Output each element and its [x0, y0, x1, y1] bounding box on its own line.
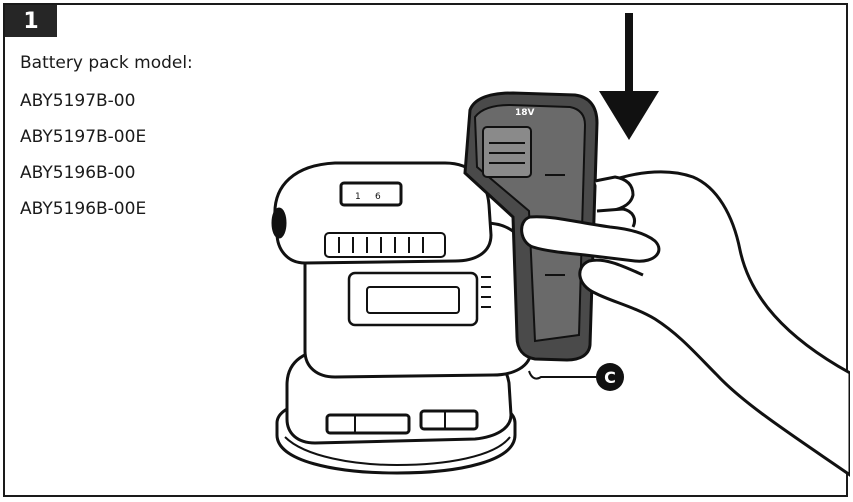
battery-model-1: ABY5197B-00	[20, 91, 136, 111]
battery-model-3: ABY5196B-00	[20, 163, 136, 183]
down-arrow-icon	[599, 13, 659, 140]
battery-model-2: ABY5197B-00E	[20, 127, 147, 147]
sander-top-handle	[271, 161, 493, 265]
sander-battery-illustration: 1 6 18V C	[271, 13, 850, 477]
speed-dial-high: 6	[375, 192, 381, 202]
battery-model-4: ABY5196B-00E	[20, 199, 147, 219]
speed-dial-low: 1	[355, 192, 361, 202]
hand	[520, 170, 850, 477]
instruction-panel: 1 Battery pack model: ABY5197B-00 ABY519…	[3, 3, 850, 497]
step-number: 1	[23, 8, 39, 34]
battery-model-list: Battery pack model: ABY5197B-00 ABY5197B…	[20, 53, 193, 235]
battery-model-heading: Battery pack model:	[20, 53, 193, 73]
battery-voltage-badge: 18V	[515, 108, 535, 118]
callout-c-label: C	[604, 368, 616, 387]
callout-c	[528, 363, 624, 391]
step-number-badge: 1	[5, 5, 57, 37]
